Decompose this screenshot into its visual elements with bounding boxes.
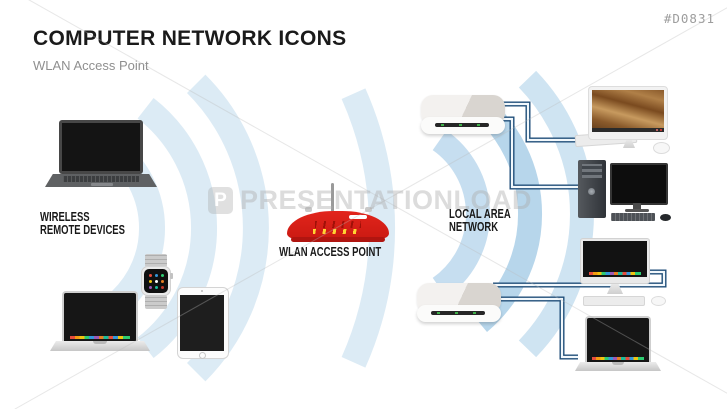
presentationload-logo-icon: P (208, 187, 233, 214)
macbook-dock (591, 357, 645, 360)
macbook-notch (93, 341, 107, 344)
pc-power-button (588, 188, 595, 195)
wlan-label-text: WLAN ACCESS POINT (278, 245, 382, 259)
pc-monitor (610, 163, 668, 205)
tablet-home-button (199, 352, 206, 359)
smartwatch-icon (138, 254, 174, 312)
watch-face (144, 269, 168, 293)
wireless-label-line1: WIRELESS (40, 210, 90, 224)
access-point-slot (431, 311, 485, 315)
laptop-screen (59, 120, 143, 174)
pc-tower (578, 160, 606, 218)
pc-keyboard (611, 213, 655, 221)
watch-app-icons (149, 274, 152, 277)
imac-taskbar-dots (660, 129, 662, 131)
imac2-dock (589, 272, 641, 275)
tablet-body (177, 287, 229, 359)
access-point-front (417, 305, 501, 322)
macbook-lower-icon (575, 316, 661, 372)
laptop-touchpad (91, 183, 113, 186)
tablet-camera (201, 290, 203, 292)
tablet-icon (177, 287, 229, 359)
watermark-text: PRESENTATIONLOAD (240, 185, 533, 215)
imac-wallpaper (592, 90, 664, 132)
imac2-screen (583, 241, 647, 277)
macbook-base (575, 362, 661, 371)
tower-pc-icon (578, 158, 672, 222)
wireless-label-line2: REMOTE DEVICES (40, 223, 125, 238)
macbook-base (50, 341, 150, 351)
laptop-keyboard (63, 176, 139, 182)
pc-drive-bays (582, 164, 602, 178)
router-base (291, 237, 385, 242)
pc-mouse (660, 214, 671, 221)
slide-title: COMPUTER NETWORK ICONS (33, 27, 347, 50)
watch-case (141, 266, 171, 296)
access-point-leds (437, 312, 440, 314)
macbook-notch (612, 362, 624, 365)
lan-label-line2: NETWORK (449, 220, 499, 235)
pc-monitor-base (625, 209, 649, 212)
access-point-bottom-icon (417, 283, 501, 333)
access-point-leds (441, 124, 444, 126)
access-point-top-icon (421, 95, 505, 145)
imac-monitor (588, 86, 668, 140)
watch-crown (170, 273, 173, 279)
macbook-icon (50, 291, 150, 351)
imac-taskbar (592, 128, 664, 132)
imac2-monitor (580, 238, 650, 284)
macbook-screen (585, 316, 651, 362)
router-antenna (331, 183, 334, 213)
router-nub-left (305, 207, 312, 212)
imac-desktop-icon (573, 86, 673, 154)
imac-stand (623, 140, 635, 148)
laptop-dark-icon (45, 120, 157, 188)
imac2-stand (607, 284, 623, 294)
watermark: P PRESENTATIONLOAD (208, 185, 532, 216)
imac-dock-icon (577, 238, 669, 308)
pc-monitor-stand (633, 203, 641, 209)
access-point-front (421, 117, 505, 134)
imac2-keyboard (583, 296, 645, 306)
access-point-slot (435, 123, 489, 127)
imac-mouse (653, 142, 670, 154)
wireless-remote-devices-label: WIRELESS REMOTE DEVICES (40, 210, 152, 238)
router-vents (315, 221, 361, 228)
macbook-dock (69, 336, 131, 339)
laptop-display (62, 123, 140, 171)
macbook-screen (62, 291, 138, 341)
imac2-mouse (651, 296, 666, 306)
watch-band-bottom (145, 295, 167, 309)
template-code: #D0831 (663, 11, 715, 26)
slide-subtitle: WLAN Access Point (33, 58, 149, 73)
router-leds (313, 229, 363, 234)
